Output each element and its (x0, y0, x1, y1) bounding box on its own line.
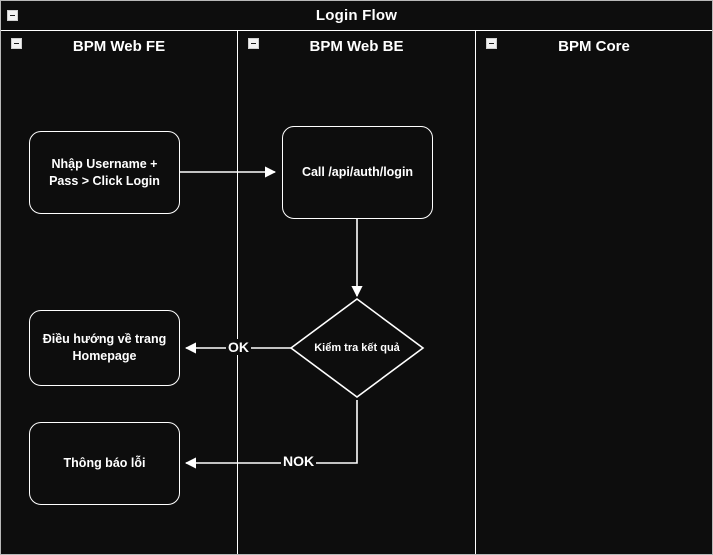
node-input-login[interactable]: Nhập Username + Pass > Click Login (29, 131, 180, 214)
edge-label-ok: OK (226, 339, 251, 355)
collapse-minus-icon-be[interactable] (248, 38, 259, 49)
collapse-minus-icon-fe[interactable] (11, 38, 22, 49)
lane-divider-be-core (475, 31, 476, 555)
lane-body-core (476, 61, 712, 555)
lane-title-fe: BPM Web FE (72, 37, 166, 55)
collapse-minus-icon-pool[interactable] (7, 10, 18, 21)
lane-divider-fe-be (237, 31, 238, 555)
node-call-api-label: Call /api/auth/login (301, 165, 414, 180)
node-show-error[interactable]: Thông báo lỗi (29, 422, 180, 505)
node-call-api[interactable]: Call /api/auth/login (282, 126, 433, 219)
lane-title-be: BPM Web BE (309, 37, 404, 55)
lane-header-be: BPM Web BE (238, 31, 475, 61)
node-input-login-label: Nhập Username + Pass > Click Login (49, 156, 160, 188)
node-show-error-label: Thông báo lỗi (63, 456, 146, 471)
page-title: Login Flow (315, 6, 398, 24)
node-go-homepage[interactable]: Điều hướng về trang Homepage (29, 310, 180, 386)
diagram-title-bar: Login Flow (0, 0, 713, 31)
lane-title-core: BPM Core (558, 37, 630, 55)
edge-label-nok: NOK (281, 453, 317, 469)
node-go-homepage-label: Điều hướng về trang Homepage (42, 332, 167, 363)
node-check-result[interactable]: Kiểm tra kết quả (288, 296, 426, 400)
collapse-minus-icon-core[interactable] (486, 38, 497, 49)
lane-header-core: BPM Core (476, 31, 712, 61)
lane-header-fe: BPM Web FE (1, 31, 237, 61)
